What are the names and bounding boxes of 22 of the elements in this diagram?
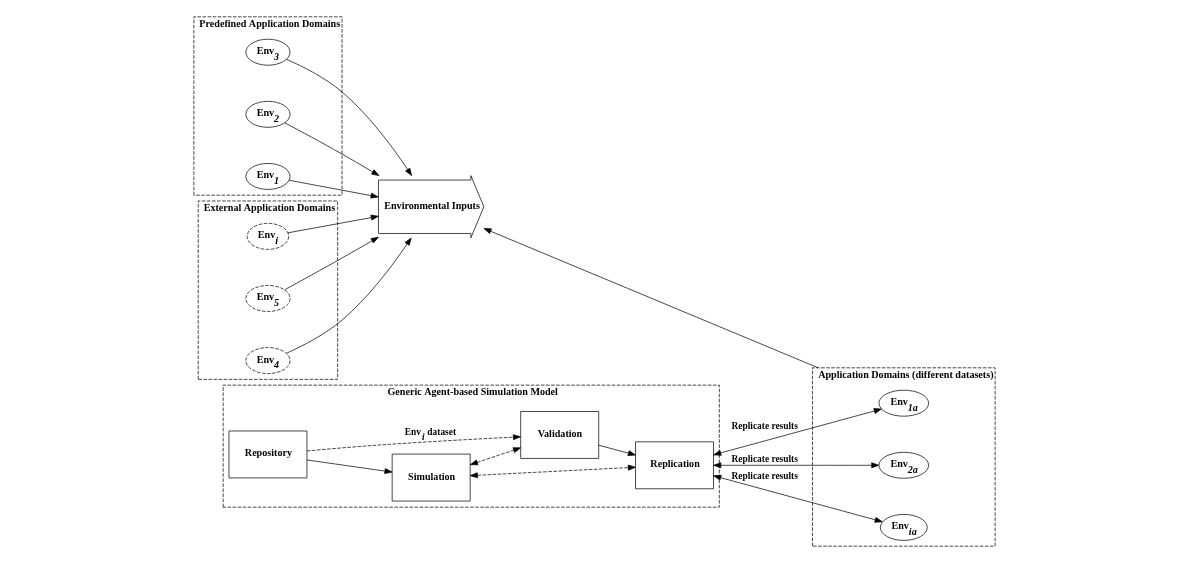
arrow bbox=[306, 434, 521, 452]
node-box: Validation bbox=[519, 411, 599, 459]
arrow bbox=[483, 228, 819, 369]
arrow bbox=[712, 474, 883, 523]
arrow bbox=[285, 59, 412, 176]
arrow bbox=[283, 122, 379, 176]
arrow bbox=[283, 236, 379, 291]
node-box: Replication bbox=[634, 441, 714, 490]
edge-label: Replicate results bbox=[731, 453, 798, 464]
arrow bbox=[287, 214, 379, 234]
arrow bbox=[469, 464, 636, 479]
arrow bbox=[712, 462, 879, 469]
edge-label: Replicate results bbox=[731, 420, 798, 431]
arrow bbox=[288, 179, 379, 199]
node-box: Simulation bbox=[391, 453, 471, 502]
arrow bbox=[712, 408, 882, 456]
edge-label: Replicate results bbox=[731, 470, 798, 481]
arrow bbox=[469, 447, 521, 466]
node-box: Repository bbox=[228, 430, 307, 479]
arrow bbox=[306, 459, 392, 474]
arrow bbox=[285, 237, 412, 354]
arrow bbox=[597, 444, 636, 456]
